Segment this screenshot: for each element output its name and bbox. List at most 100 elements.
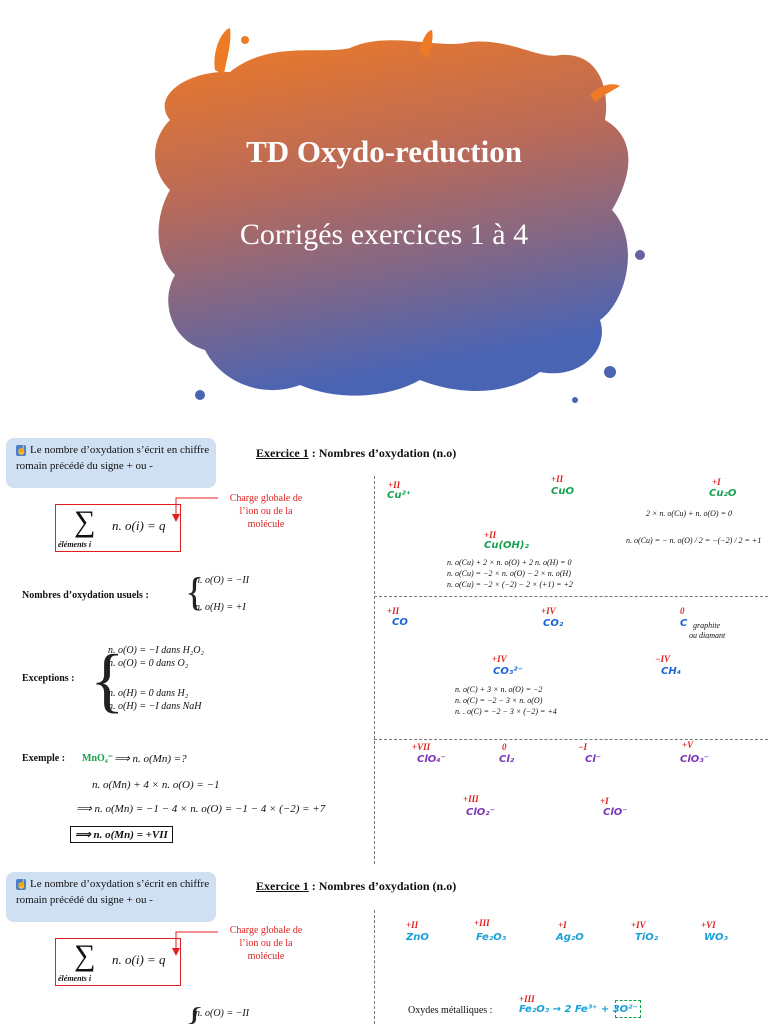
co3-equation-3: n. . o(C) = −2 − 3 × (−2) = +4 — [455, 707, 557, 716]
example-result: ⟹ n. o(Mn) = +VII — [70, 826, 173, 843]
ox-number: +I — [558, 920, 567, 930]
ox-number: +V — [682, 740, 694, 750]
exception-4: n. o(H) = −I dans NaH — [108, 701, 202, 712]
cu2o-equation-2: n. o(Cu) = − n. o(O) / 2 = −(−2) / 2 = +… — [626, 536, 762, 545]
ox-number: +IV — [631, 920, 646, 930]
info-note: ☝Le nombre d’oxydation s’écrit en chiffr… — [6, 438, 216, 488]
cuoh2-equation-1: n. o(Cu) + 2 × n. o(O) + 2 n. o(H) = 0 — [447, 558, 572, 567]
brace: { — [90, 640, 125, 720]
paint-splash-background — [155, 28, 645, 403]
info-note: ☝Le nombre d’oxydation s’écrit en chiffr… — [6, 872, 216, 922]
exercise-slide-1: ☝Le nombre d’oxydation s’écrit en chiffr… — [0, 432, 768, 864]
usual-o: n. o(O) = −II — [195, 1008, 250, 1019]
species-clo3: ClO₃⁻ — [680, 754, 709, 765]
ox-number: +II — [388, 480, 401, 490]
exercise-title: Exercice 1 : Nombres d’oxydation (n.o) — [256, 879, 456, 894]
sum-subscript: éléments i — [58, 974, 92, 983]
exercise-slide-2: ☝Le nombre d’oxydation s’écrit en chiffr… — [0, 864, 768, 1024]
usual-h: n. o(H) = +I — [195, 602, 246, 613]
ox-number: +I — [600, 796, 609, 806]
diamond-note: ou diamant — [689, 631, 726, 640]
ox-number: +IV — [541, 606, 556, 616]
cu2o-equation-1: 2 × n. o(Cu) + n. o(O) = 0 — [646, 509, 732, 518]
pointing-hand-icon: ☝ — [16, 879, 28, 890]
species-clo2: ClO₂⁻ — [466, 807, 495, 818]
example-question: ⟹ n. o(Mn) =? — [114, 753, 187, 765]
ox-number: +VII — [412, 742, 431, 752]
example-ion: MnO₄⁻ — [82, 753, 114, 764]
species-fe2o3: Fe₂O₃ — [476, 932, 507, 943]
species-tio2: TiO₂ — [635, 932, 659, 943]
exception-2: n. o(O) = 0 dans O₂ — [108, 658, 189, 669]
pointing-hand-icon: ☝ — [16, 445, 28, 456]
usual-label: Nombres d’oxydation usuels : — [22, 590, 149, 601]
ox-number: +II — [406, 920, 419, 930]
co3-equation-2: n. o(C) = −2 − 3 × n. o(O) — [455, 696, 543, 705]
ox-number: +II — [484, 530, 497, 540]
species-clo4: ClO₄⁻ — [417, 754, 446, 765]
oxide-equation: Fe₂O₃ → 2 Fe³⁺ + 3O²⁻ — [519, 1004, 638, 1015]
ox-number: 0 — [502, 742, 507, 752]
ox-number: +II — [551, 474, 564, 484]
exception-1: n. o(O) = −I dans H₂O₂ — [108, 645, 204, 656]
ox-number: −IV — [655, 654, 670, 664]
species-co2: CO₂ — [543, 618, 564, 629]
ox-number: +VI — [701, 920, 716, 930]
ox-number: +I — [712, 477, 721, 487]
species-co3: CO₃²⁻ — [493, 666, 523, 677]
arrow-icon — [172, 931, 218, 956]
info-note-text: Le nombre d’oxydation s’écrit en chiffre… — [16, 878, 210, 906]
species-cl2: Cl₂ — [499, 754, 515, 765]
co3-equation-1: n. o(C) + 3 × n. o(O) = −2 — [455, 685, 543, 694]
species-ag2o: Ag₂O — [556, 932, 584, 943]
species-cuo: CuO — [551, 486, 574, 497]
species-co: CO — [392, 617, 408, 628]
example-line-2: ⟹ n. o(Mn) = −1 − 4 × n. o(O) = −1 − 4 ×… — [76, 803, 326, 815]
sum-formula-box: ∑ n. o(i) = q éléments i — [55, 504, 181, 552]
exception-3: n. o(H) = 0 dans H₂ — [108, 688, 189, 699]
cover-subtitle: Corrigés exercices 1 à 4 — [239, 218, 529, 251]
cuoh2-equation-3: n. o(Cu) = −2 × (−2) − 2 × (+1) = +2 — [447, 580, 573, 589]
brace: { — [185, 569, 205, 614]
ox-number: +III — [519, 994, 535, 1004]
species-clo: ClO⁻ — [603, 807, 628, 818]
divider — [374, 596, 768, 597]
charge-note: Charge globale de l’ion ou de la molécul… — [229, 493, 303, 530]
exercise-title-rest: : Nombres d’oxydation (n.o) — [308, 446, 457, 460]
ox-number: +III — [474, 918, 490, 928]
example-line-1: n. o(Mn) + 4 × n. o(O) = −1 — [92, 779, 220, 791]
sum-formula: n. o(i) = q — [112, 952, 166, 967]
usual-o: n. o(O) = −II — [195, 575, 250, 586]
ox-number: −I — [578, 742, 587, 752]
divider — [374, 739, 768, 740]
ox-number: 0 — [680, 606, 685, 616]
cover-title: TD Oxydo-reduction — [246, 134, 522, 169]
charge-note: Charge globale de l’ion ou de la molécul… — [229, 925, 303, 962]
species-cuoh2: Cu(OH)₂ — [484, 540, 529, 551]
ox-number: +II — [387, 606, 400, 616]
species-zno: ZnO — [406, 932, 429, 943]
species-cu2plus: Cu²⁺ — [387, 490, 412, 501]
cover-slide: TD Oxydo-reduction Corrigés exercices 1 … — [0, 0, 768, 432]
sum-formula: n. o(i) = q — [112, 518, 166, 533]
oxides-label: Oxydes métalliques : — [408, 1005, 493, 1016]
exercise-title: Exercice 1 : Nombres d’oxydation (n.o) — [256, 446, 456, 461]
ox-number: +IV — [492, 654, 507, 664]
species-cu2o: Cu₂O — [709, 488, 737, 499]
exercise-title-number: Exercice 1 — [256, 446, 309, 460]
species-wo3: WO₃ — [704, 932, 728, 943]
species-clminus: Cl⁻ — [585, 754, 602, 765]
arrow-icon — [172, 497, 218, 522]
sum-formula-box: ∑ n. o(i) = q éléments i — [55, 938, 181, 986]
species-c: C — [680, 618, 688, 629]
divider — [374, 910, 375, 1024]
species-ch4: CH₄ — [661, 666, 682, 677]
info-note-text: Le nombre d’oxydation s’écrit en chiffre… — [16, 444, 210, 472]
exceptions-label: Exceptions : — [22, 673, 75, 684]
sigma-symbol: ∑ — [74, 939, 96, 972]
cuoh2-equation-2: n. o(Cu) = −2 × n. o(O) − 2 × n. o(H) — [447, 569, 571, 578]
graphite-note: graphite — [693, 621, 721, 630]
divider — [374, 476, 375, 864]
ox-number: +III — [463, 794, 479, 804]
sigma-symbol: ∑ — [74, 505, 96, 538]
